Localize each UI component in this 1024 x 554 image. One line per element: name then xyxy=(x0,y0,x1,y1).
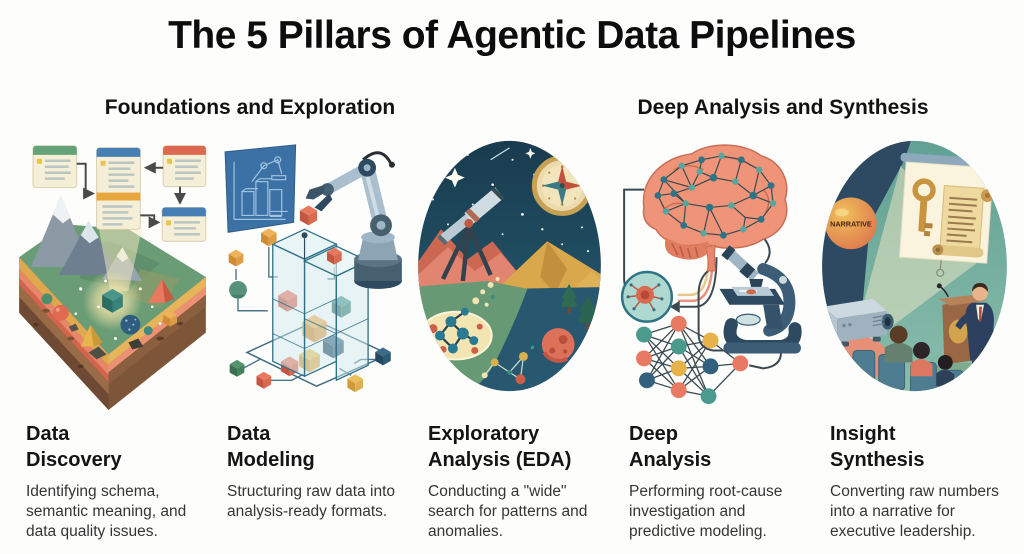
relation-arrows-icon xyxy=(76,161,186,229)
telescope-icon xyxy=(437,187,505,282)
eda-illustration xyxy=(418,140,601,392)
pillar-title: Data Modeling xyxy=(227,423,315,471)
planet-icon xyxy=(541,328,575,363)
buried-artifacts-icons xyxy=(41,278,177,360)
pillar-description: Performing root-cause investigation and … xyxy=(629,483,783,541)
pillar-description: Structuring raw data into analysis-ready… xyxy=(227,483,396,521)
schema-card-green xyxy=(32,145,78,189)
pillar-description: Identifying schema, semantic meaning, an… xyxy=(26,483,187,541)
schema-cards-icon xyxy=(32,145,207,242)
blueprint-icon xyxy=(224,144,297,233)
presentation-screen-icon xyxy=(898,152,1006,277)
pillar-deep-analysis: Deep Analysis Performing root-cause inve… xyxy=(613,130,814,543)
scatter-dish-icon xyxy=(419,276,500,361)
constellation-icon xyxy=(481,345,535,385)
pillar-title: Insight Synthesis xyxy=(830,423,925,471)
pillar-description: Conducting a "wide" search for patterns … xyxy=(428,483,588,541)
glass-cube-structure-icon xyxy=(271,228,370,382)
microscope-icon xyxy=(719,245,802,354)
pillar-data-modeling: Data Modeling Structuring raw data into … xyxy=(211,130,412,543)
pillar-exploratory-analysis: Exploratory Analysis (EDA) Conducting a … xyxy=(412,130,613,543)
robot-arm-icon xyxy=(299,151,402,289)
key-icon xyxy=(912,178,936,237)
pillar-title: Data Discovery xyxy=(26,423,122,471)
scroll-document-icon xyxy=(932,185,994,258)
brain-network-nodes xyxy=(654,152,777,239)
schema-card-blue-main xyxy=(96,147,141,230)
schema-card-red xyxy=(162,145,207,188)
neural-network-icon xyxy=(636,315,749,405)
terrain-cross-section-icon xyxy=(19,195,206,411)
pillar-insight-synthesis: NARRATIVE xyxy=(814,130,1015,543)
section-header-foundations: Foundations and Exploration xyxy=(104,96,396,119)
pillar-description: Converting raw numbers into a narrative … xyxy=(830,483,999,541)
insight-synthesis-illustration: NARRATIVE xyxy=(822,140,1007,392)
floating-data-cubes-icons xyxy=(228,228,391,393)
pillar-title: Exploratory Analysis (EDA) xyxy=(428,423,572,471)
deep-analysis-illustration xyxy=(620,144,802,405)
section-header-deep-analysis: Deep Analysis and Synthesis xyxy=(637,96,929,119)
pillar-title: Deep Analysis xyxy=(629,423,712,471)
cell-badge-icon xyxy=(620,270,674,323)
data-modeling-illustration xyxy=(224,144,402,393)
data-discovery-illustration xyxy=(19,145,207,411)
pillar-row: Data Discovery Identifying schema, seman… xyxy=(10,130,1014,543)
page-title: The 5 Pillars of Agentic Data Pipelines xyxy=(168,14,856,57)
compass-icon xyxy=(531,155,593,216)
brain-icon xyxy=(642,144,788,272)
schema-card-blue-small xyxy=(161,206,207,242)
bubbles xyxy=(472,276,500,307)
narrative-sphere-icon: NARRATIVE xyxy=(825,197,877,250)
narrative-label: NARRATIVE xyxy=(830,219,872,228)
pillar-data-discovery: Data Discovery Identifying schema, seman… xyxy=(10,130,211,543)
